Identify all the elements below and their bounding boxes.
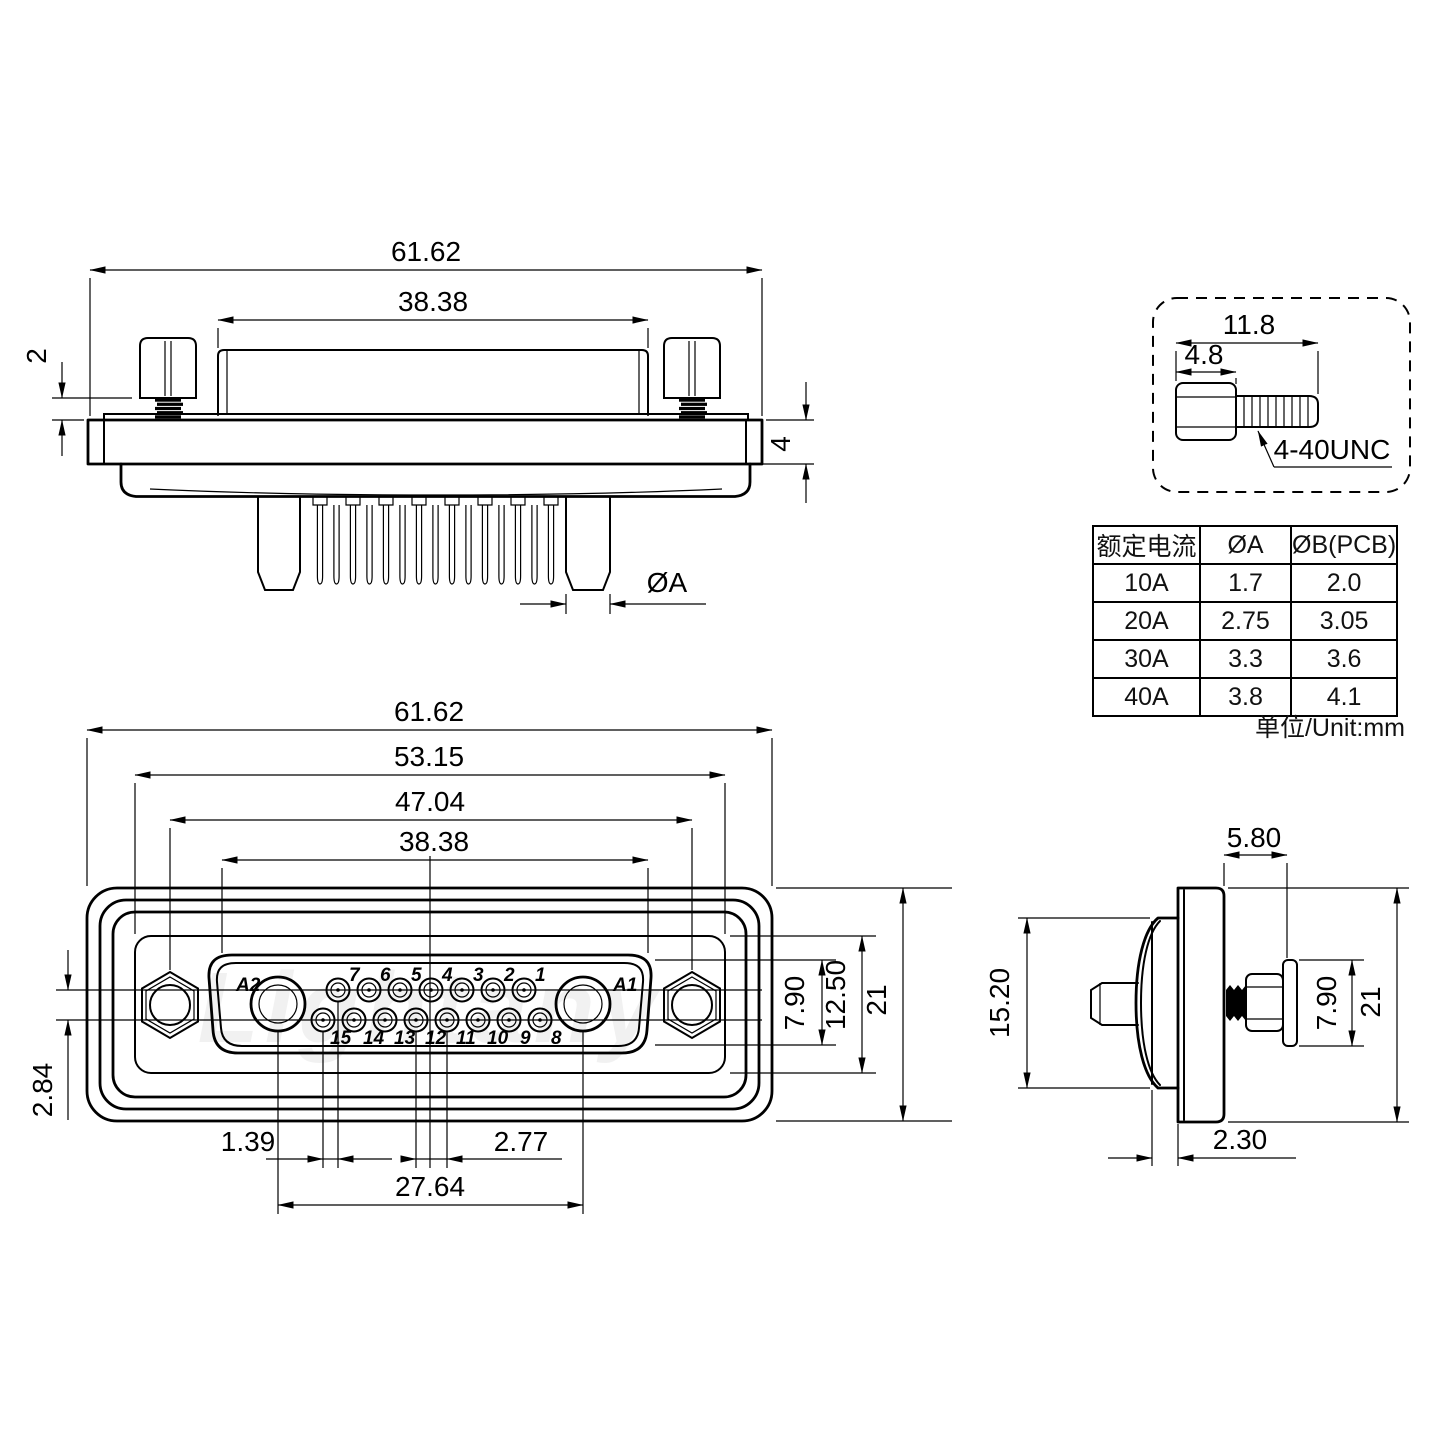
- pin-label: 2: [503, 965, 515, 986]
- thumbscrew: [1175, 382, 1319, 441]
- pin-label: 6: [380, 965, 391, 986]
- table-row: 10A 1.7 2.0: [1092, 563, 1399, 603]
- coax-pin-right-side: [565, 496, 611, 591]
- mount-nut-left: [141, 971, 199, 1039]
- side-dim-flange-height: 21: [1355, 986, 1386, 1017]
- signal-pins-side: [316, 504, 555, 585]
- top-dim-pin-diameter: ØA: [647, 567, 688, 598]
- side-flange: [1176, 886, 1226, 1124]
- cell-dia-a: 1.7: [1199, 563, 1292, 603]
- cell-dia-b: 4.1: [1289, 677, 1399, 717]
- pin-label: 7: [349, 965, 361, 986]
- top-dim-flange-thickness: 4: [765, 436, 796, 452]
- cell-dia-a: 3.3: [1199, 639, 1292, 679]
- table-row: 30A 3.3 3.6: [1092, 639, 1399, 679]
- screw-dim-head-length: 4.8: [1185, 339, 1224, 370]
- side-coax-pin: [1090, 982, 1139, 1026]
- top-dim-screw-standoff: 2: [21, 348, 52, 364]
- cell-dia-b: 3.6: [1289, 639, 1399, 679]
- coax-label-A2: A2: [235, 975, 261, 996]
- mount-nut-right: [663, 971, 721, 1039]
- table-row: 20A 2.75 3.05: [1092, 601, 1399, 641]
- pin-row-bottom: 15 14 13 12 11 10 9 8: [310, 1007, 562, 1049]
- d-shell-outer: [207, 953, 653, 1055]
- jack-screw-left: [139, 337, 197, 419]
- top-side-view: 61.62 38.38 2 4: [21, 236, 814, 614]
- table-header-row: 额定电流 ØA ØB(PCB): [1092, 525, 1399, 565]
- coax-label-A1: A1: [612, 975, 637, 996]
- insulator-block: [217, 349, 649, 416]
- col-header-dia-b-pcb: ØB(PCB): [1289, 525, 1399, 565]
- side-shell: [1134, 916, 1180, 1090]
- cell-dia-a: 3.8: [1199, 677, 1292, 717]
- side-dim-screw-protrusion: 5.80: [1227, 822, 1282, 853]
- front-dim-pin-stagger: 1.39: [221, 1126, 276, 1157]
- cell-dia-b: 3.05: [1289, 601, 1399, 641]
- pin-label: 1: [535, 965, 546, 986]
- top-dim-insert-width: 38.38: [398, 286, 468, 317]
- front-dim-mount-hole-span: 47.04: [395, 786, 465, 817]
- side-thumbscrew: [1245, 959, 1298, 1047]
- coax-pin-left-side: [257, 496, 301, 591]
- screw-detail-view: 11.8 4.8 4-40UNC: [1152, 297, 1411, 493]
- cell-current: 30A: [1092, 639, 1201, 679]
- front-dim-body-width: 53.15: [394, 741, 464, 772]
- front-dim-shell-width: 38.38: [399, 826, 469, 857]
- front-dim-pin-pitch: 2.77: [494, 1126, 549, 1157]
- pin-label: 11: [456, 1028, 476, 1049]
- pin-tabs: [312, 496, 559, 506]
- coax-contact-A1: [554, 975, 612, 1033]
- front-view: 61.62 53.15 47.04 38.38: [27, 696, 952, 1214]
- front-dim-row-offset: 2.84: [27, 1063, 58, 1118]
- front-dim-insert-height: 12.50: [820, 960, 851, 1030]
- side-screw-thread: [1226, 985, 1246, 1021]
- front-dim-shell-height: 7.90: [779, 976, 810, 1031]
- table-row: 40A 3.8 4.1: [1092, 677, 1399, 717]
- cell-current: 10A: [1092, 563, 1201, 603]
- pin-label: 13: [394, 1028, 416, 1049]
- cell-dia-b: 2.0: [1289, 563, 1399, 603]
- pin-label: 5: [411, 965, 422, 986]
- flange-plate: [86, 413, 764, 466]
- right-side-view: 5.80 15.20 7.90 21 2.30: [984, 822, 1409, 1166]
- jack-screw-right: [663, 337, 721, 419]
- top-dim-overall-width: 61.62: [391, 236, 461, 267]
- pin-label: 14: [363, 1028, 385, 1049]
- pin-label: 9: [520, 1028, 531, 1049]
- screw-dim-length: 11.8: [1223, 309, 1275, 340]
- cell-current: 20A: [1092, 601, 1201, 641]
- cell-dia-a: 2.75: [1199, 601, 1292, 641]
- current-rating-table: 额定电流 ØA ØB(PCB) 10A 1.7 2.0 20A 2.75 3.0…: [1092, 525, 1399, 717]
- front-dim-coax-span: 27.64: [395, 1171, 465, 1202]
- screw-thread-spec: 4-40UNC: [1274, 434, 1391, 465]
- side-dim-screw-head-height: 7.90: [1311, 976, 1342, 1031]
- coax-contact-A2: [249, 975, 307, 1033]
- cell-current: 40A: [1092, 677, 1201, 717]
- lower-shell: [119, 462, 752, 498]
- side-dim-shell-height: 15.20: [984, 968, 1015, 1038]
- pin-label: 15: [330, 1028, 352, 1049]
- pin-label: 3: [473, 965, 484, 986]
- side-dim-shell-gap: 2.30: [1213, 1124, 1268, 1155]
- pin-label: 8: [551, 1028, 562, 1049]
- col-header-dia-a: ØA: [1199, 525, 1292, 565]
- unit-note: 单位/Unit:mm: [1254, 714, 1405, 742]
- pin-row-top: 7 6 5 4 3 2 1: [325, 965, 546, 1003]
- front-dim-overall-height: 21: [861, 984, 892, 1015]
- pin-label: 10: [487, 1028, 509, 1049]
- pin-label: 4: [441, 965, 453, 986]
- col-header-rated-current: 额定电流: [1092, 525, 1201, 565]
- d-shell-inner: [215, 962, 645, 1047]
- front-dim-overall-width: 61.62: [394, 696, 464, 727]
- pin-label: 12: [425, 1028, 447, 1049]
